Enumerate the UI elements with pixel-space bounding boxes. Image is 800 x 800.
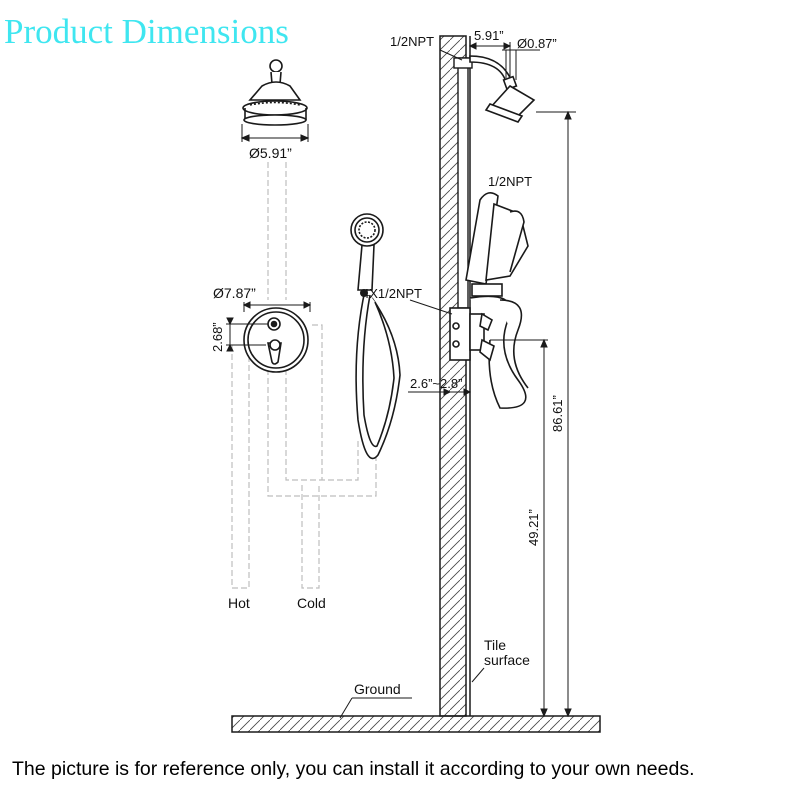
wall-depth-dimension — [408, 388, 472, 396]
valve-height-dimension — [540, 338, 548, 718]
side-shower-head — [469, 55, 536, 123]
head-diameter-dimension — [240, 124, 310, 142]
ground-label: Ground — [354, 681, 401, 697]
outlets-marker — [360, 289, 368, 297]
ground-leader — [339, 697, 353, 719]
reference-caption: The picture is for reference only, you c… — [12, 758, 695, 780]
mid-npt-label: 1/2NPT — [488, 174, 532, 189]
floor-section — [231, 715, 601, 733]
arm-length-dimension — [468, 42, 540, 80]
outlets-label: 4X1/2NPT — [362, 286, 422, 301]
total-height-dimension — [564, 110, 572, 718]
valve-offset-dimension — [226, 317, 268, 352]
hot-label: Hot — [228, 595, 250, 611]
side-valve-body — [449, 307, 495, 362]
arm-length-label: 5.91” — [474, 28, 504, 43]
total-height-label: 86.61” — [550, 395, 565, 432]
valve-height-label: 49.21” — [526, 509, 541, 546]
in-wall-pipes — [231, 162, 377, 589]
valve-offset-label: 2.68” — [210, 322, 225, 352]
head-diameter-label: Ø5.91” — [249, 145, 292, 161]
page-title: Product Dimensions — [4, 12, 289, 51]
top-npt-leader — [439, 49, 463, 61]
tile-surface-label-1: Tile — [484, 637, 506, 653]
plate-diameter-label: Ø7.87” — [213, 285, 256, 301]
outlets-leader — [409, 299, 453, 315]
trim-plate — [242, 301, 312, 373]
cold-label: Cold — [297, 595, 326, 611]
front-shower-head — [242, 59, 308, 126]
tile-surface-leader — [471, 667, 485, 683]
top-npt-label: 1/2NPT — [390, 34, 434, 49]
front-hand-shower — [350, 213, 401, 460]
wall-depth-label: 2.6”~2.8” — [410, 376, 462, 391]
tile-surface-label-2: surface — [484, 652, 530, 668]
arm-diameter-label: Ø0.87” — [517, 36, 557, 51]
side-hand-shower — [465, 192, 529, 409]
